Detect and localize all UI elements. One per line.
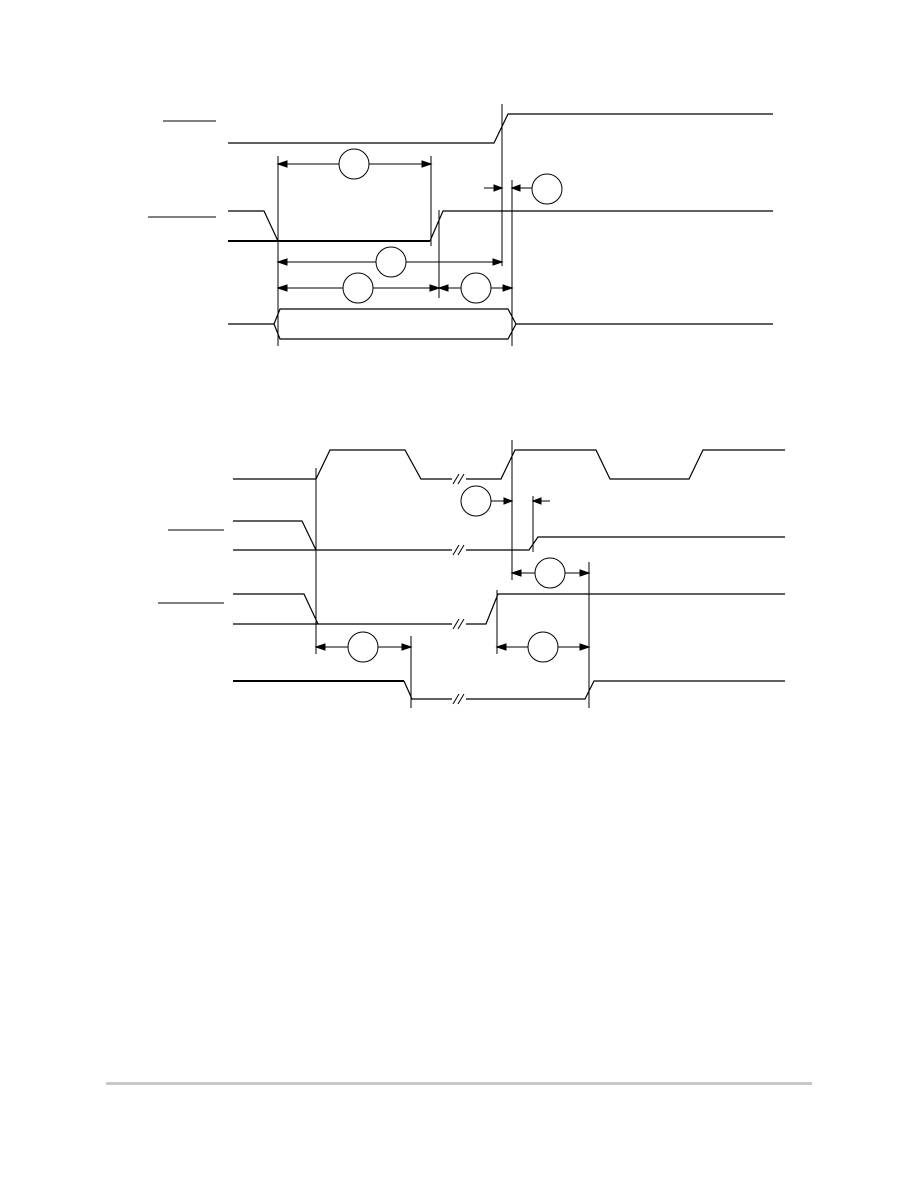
waveform-bus-valid xyxy=(273,308,517,340)
timing-param-9 xyxy=(495,631,591,663)
waveform-signal-c-high xyxy=(233,593,319,625)
break-mark-c xyxy=(452,618,465,630)
timing-param-8 xyxy=(314,631,413,663)
break-mark-d xyxy=(452,693,465,705)
footer-rule xyxy=(106,1082,812,1085)
timing-param-7 xyxy=(510,557,591,589)
waveform-signal-2-rise xyxy=(429,210,773,242)
timing-param-6 xyxy=(460,485,550,517)
timing-param-2 xyxy=(484,173,563,205)
timing-diagram-bottom xyxy=(158,440,785,708)
waveform-clock xyxy=(233,449,452,480)
break-mark-clock xyxy=(452,473,465,485)
timing-diagram-top xyxy=(148,104,773,346)
waveform-signal-b-low-cont xyxy=(466,536,785,551)
break-mark-b xyxy=(452,544,465,556)
waveform-signal-c-cont xyxy=(466,593,785,625)
waveform-signal-1 xyxy=(228,113,773,144)
waveform-signal-2-high xyxy=(228,210,279,242)
timing-param-1 xyxy=(276,148,433,180)
waveform-output-fall xyxy=(403,680,452,700)
waveform-output-rise xyxy=(466,680,785,700)
waveform-signal-b-high xyxy=(233,520,317,551)
timing-param-3 xyxy=(276,246,504,278)
timing-param-4 xyxy=(276,272,441,304)
waveform-clock-cont xyxy=(466,449,785,480)
timing-param-5 xyxy=(437,272,514,304)
